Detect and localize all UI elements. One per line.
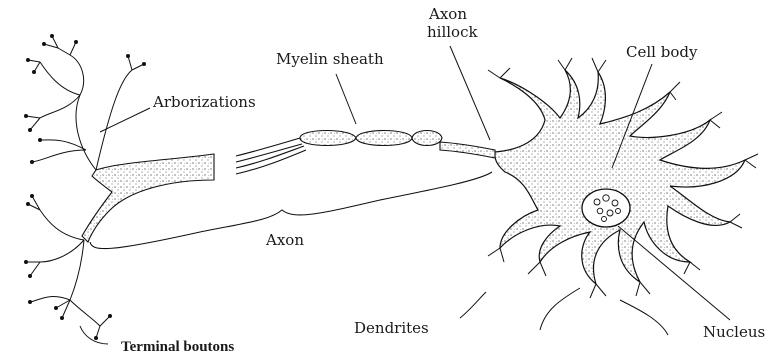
axon-shape bbox=[236, 131, 495, 175]
label-terminal-boutons: Terminal boutons bbox=[121, 339, 234, 356]
label-cell-body: Cell body bbox=[626, 44, 697, 61]
axon-terminal-shape bbox=[82, 154, 214, 242]
label-axon: Axon bbox=[266, 232, 304, 249]
label-nucleus: Nucleus bbox=[703, 324, 765, 341]
label-myelin-sheath: Myelin sheath bbox=[276, 51, 384, 68]
label-arborizations: Arborizations bbox=[153, 94, 256, 111]
cell-body-shape bbox=[495, 70, 745, 284]
label-axon-hillock-line2: hillock bbox=[427, 24, 478, 41]
label-dendrites: Dendrites bbox=[354, 320, 429, 337]
label-axon-hillock-line1: Axon bbox=[429, 6, 467, 23]
